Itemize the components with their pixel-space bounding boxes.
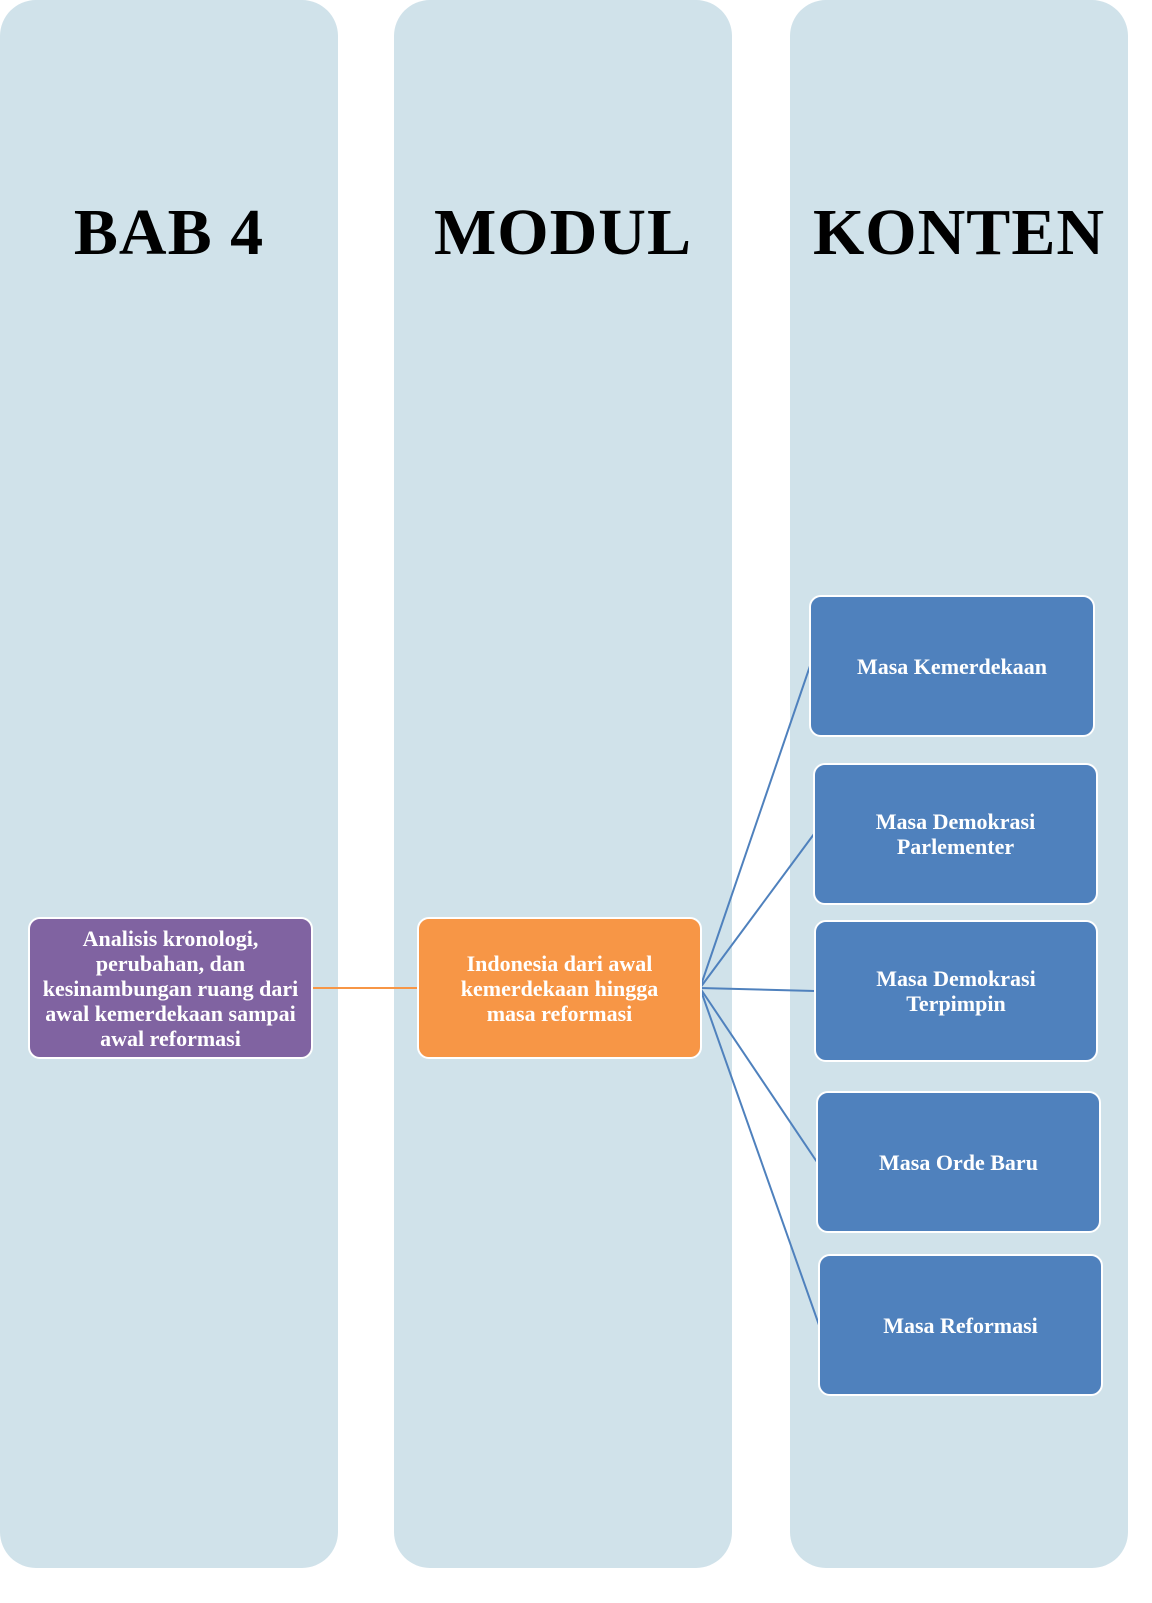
column-bab: BAB 4 bbox=[0, 0, 338, 1568]
konten-node: Masa Kemerdekaan bbox=[809, 595, 1095, 737]
column-modul: MODUL bbox=[394, 0, 732, 1568]
modul-node-text: Indonesia dari awal kemerdekaan hingga m… bbox=[460, 950, 659, 1026]
konten-node-text: Masa Kemerdekaan bbox=[856, 653, 1048, 679]
connector-konten-5 bbox=[699, 987, 820, 1326]
konten-node: Masa Orde Baru bbox=[816, 1091, 1101, 1233]
bab-node: Analisis kronologi, perubahan, dan kesin… bbox=[28, 917, 313, 1059]
connector-konten-4 bbox=[699, 987, 818, 1163]
konten-node: Masa Demokrasi Parlementer bbox=[813, 763, 1098, 905]
column-title-bab: BAB 4 bbox=[73, 196, 265, 269]
konten-node-text: Masa Reformasi bbox=[883, 1312, 1038, 1338]
konten-node-text: Masa Demokrasi Parlementer bbox=[875, 809, 1036, 859]
connector-konten-3 bbox=[699, 987, 816, 992]
konten-node-text: Masa Demokrasi Terpimpin bbox=[876, 966, 1036, 1016]
konten-node-text: Masa Orde Baru bbox=[879, 1149, 1038, 1175]
connector-konten-1 bbox=[699, 665, 811, 989]
connector-konten-2 bbox=[699, 833, 815, 989]
konten-node: Masa Reformasi bbox=[818, 1254, 1103, 1396]
column-title-modul: MODUL bbox=[434, 196, 692, 269]
bab-node-text: Analisis kronologi, perubahan, dan kesin… bbox=[42, 925, 299, 1051]
modul-node: Indonesia dari awal kemerdekaan hingga m… bbox=[417, 917, 702, 1059]
konten-node: Masa Demokrasi Terpimpin bbox=[814, 920, 1098, 1062]
column-title-konten: KONTEN bbox=[812, 196, 1106, 269]
